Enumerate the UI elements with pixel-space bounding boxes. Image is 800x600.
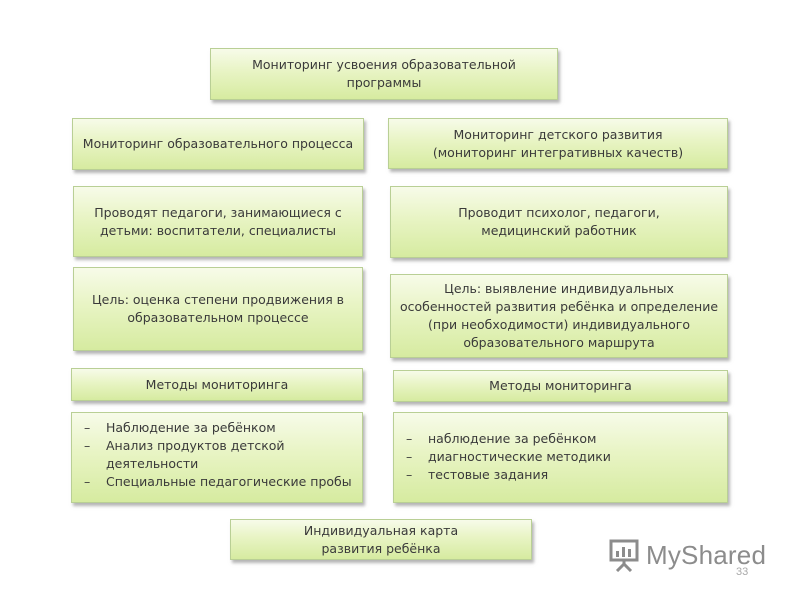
list-item-text: Наблюдение за ребёнком [106, 420, 276, 435]
bottom-box-line-1: Индивидуальная карта [303, 522, 459, 538]
list-item: –наблюдение за ребёнком [402, 430, 719, 448]
left-process-title: Мониторинг образовательного процесса [82, 136, 354, 151]
right-goal-line-4: образовательного маршрута [463, 335, 655, 350]
list-item-text: тестовые задания [428, 467, 549, 482]
right-development-title-line-2: (мониторинг интегративных качеств) [432, 144, 684, 160]
left-goal-line-2: образовательном процессе [127, 310, 309, 325]
left-methods-list-box: –Наблюдение за ребёнком –Анализ продукто… [71, 412, 363, 503]
list-dash: – [406, 467, 413, 482]
list-item: –Специальные педагогические пробы [80, 473, 354, 491]
left-methods-title-box: Методы мониторинга [71, 368, 363, 401]
right-conducted-by-line-1: Проводит психолог, педагоги, [458, 205, 660, 220]
left-conducted-by-line-1: Проводят педагоги, занимающиеся с [94, 204, 342, 220]
right-methods-list: –наблюдение за ребёнком –диагностические… [402, 430, 719, 484]
top-box-line-1: Мониторинг усвоения образовательной [252, 57, 516, 72]
list-dash: – [84, 474, 91, 489]
right-conducted-by-line-2: медицинский работник [481, 223, 637, 238]
left-process-title-box: Мониторинг образовательного процесса [72, 118, 364, 170]
bottom-box-line-2: развития ребёнка [321, 540, 441, 556]
left-goal-box: Цель: оценка степени продвижения в образ… [73, 267, 363, 351]
list-dash: – [406, 431, 413, 446]
left-conducted-by-line-2: детьми: воспитатели, специалисты [99, 222, 337, 238]
right-development-title-line-1: Мониторинг детского развития [453, 126, 663, 142]
list-item-text: Специальные педагогические пробы [106, 474, 352, 489]
list-dash: – [406, 449, 413, 464]
list-dash: – [84, 438, 91, 453]
watermark-text: MyShared [646, 539, 767, 570]
bottom-individual-card-box: Индивидуальная карта развития ребёнка [230, 519, 532, 560]
right-development-title-box: Мониторинг детского развития (мониторинг… [388, 118, 728, 169]
right-goal-line-2: особенностей развития ребёнка и определе… [399, 299, 719, 314]
right-goal-line-3: (при необходимости) индивидуального [428, 317, 690, 332]
list-dash: – [84, 420, 91, 435]
list-item: –Наблюдение за ребёнком [80, 419, 354, 437]
right-methods-title: Методы мониторинга [489, 378, 632, 393]
list-item: –диагностические методики [402, 448, 719, 466]
list-item: –тестовые задания [402, 466, 719, 484]
list-item-text: наблюдение за ребёнком [428, 431, 597, 446]
right-conducted-by-box: Проводит психолог, педагоги, медицинский… [390, 186, 728, 258]
right-methods-title-box: Методы мониторинга [393, 370, 728, 402]
left-methods-list: –Наблюдение за ребёнком –Анализ продукто… [80, 419, 354, 491]
page-number: 33 [736, 566, 749, 578]
right-goal-box: Цель: выявление индивидуальных особеннос… [390, 274, 728, 358]
presentation-board-icon [609, 539, 639, 572]
right-goal-line-1: Цель: выявление индивидуальных [444, 281, 674, 296]
left-methods-title: Методы мониторинга [145, 376, 289, 392]
left-conducted-by-box: Проводят педагоги, занимающиеся с детьми… [73, 186, 363, 257]
myshared-watermark: MyShared [608, 538, 766, 572]
top-box-monitoring-program: Мониторинг усвоения образовательной прог… [210, 48, 558, 100]
list-item-text: Анализ продуктов детской деятельности [106, 438, 285, 471]
left-goal-line-1: Цель: оценка степени продвижения в [91, 292, 345, 307]
top-box-line-2: программы [346, 75, 422, 90]
list-item-text: диагностические методики [428, 449, 611, 464]
list-item: –Анализ продуктов детской деятельности [80, 437, 354, 473]
right-methods-list-box: –наблюдение за ребёнком –диагностические… [393, 412, 728, 503]
